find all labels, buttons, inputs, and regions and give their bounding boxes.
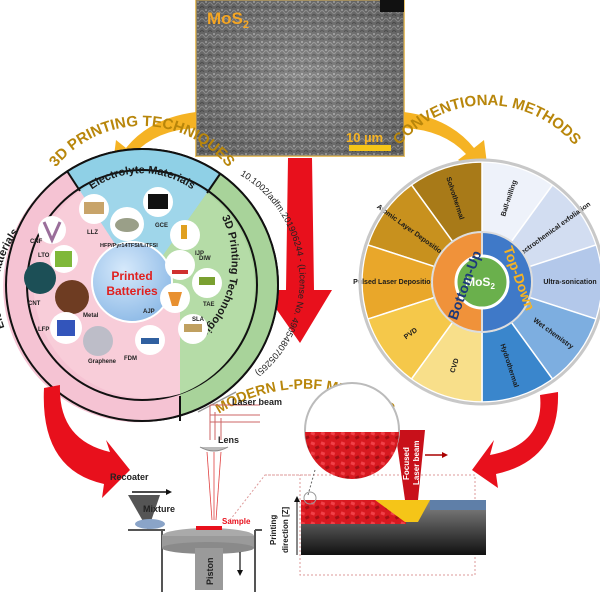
powder-mixture	[135, 519, 165, 529]
melt-pool	[375, 500, 430, 522]
thumb-cnt	[24, 262, 56, 294]
label-tae: TAE	[203, 302, 215, 308]
sem-image: MoS2 10 µm	[195, 0, 405, 157]
lens-label: Lens	[218, 435, 239, 445]
arrow-to-lpbf	[263, 158, 332, 343]
scale-bar-label: 10 µm	[346, 130, 383, 145]
lens-icon	[199, 446, 229, 452]
thumb-diw	[165, 250, 195, 280]
label-gce: GCE	[155, 223, 168, 229]
printed-batteries-center	[91, 241, 173, 323]
label-diw: DIW	[199, 256, 211, 262]
thumb-ijp	[170, 220, 200, 250]
thumb-sla	[178, 314, 208, 344]
thumb-tae	[192, 268, 222, 298]
thumb-lfp	[50, 312, 82, 344]
arrow-right-to-lpbf	[472, 392, 559, 488]
label-sla: SLA	[192, 317, 205, 323]
thumb-gce	[143, 187, 173, 217]
thumb-hfp	[110, 207, 144, 241]
thumb-cnf	[38, 216, 66, 244]
bottom-up-item-label: Pulsed Laser Deposition	[353, 279, 435, 286]
thumb-llz	[79, 194, 109, 224]
label-cnt: CNT	[28, 301, 41, 307]
arrow-left-to-lpbf	[43, 385, 130, 498]
label-fdm: FDM	[124, 356, 137, 362]
recoater-label: Recoater	[110, 472, 149, 482]
sample-label: Sample	[222, 517, 251, 526]
printing-techniques-wheel: 3D PRINTING TECHNIQUES Electrolyte Mater…	[0, 113, 308, 423]
label-hfp: HFP/Pyr14TFSI/LiTFSI	[100, 243, 158, 249]
mos2-center-label: MoS2	[465, 275, 495, 291]
center-label-2: Batteries	[106, 284, 158, 298]
label-lto: LTO	[38, 253, 50, 259]
piston-label: Piston	[205, 557, 215, 585]
focused-label-2: Laser beam	[412, 441, 421, 485]
label-ajp: AJP	[143, 309, 155, 315]
label-llz: LLZ	[87, 230, 98, 236]
top-down-item-label: Ultra-sonication	[543, 279, 596, 286]
label-cnf: CNF	[30, 239, 43, 245]
thumb-graphene	[83, 326, 113, 356]
conventional-title: CONVENTIONAL METHODS	[390, 92, 584, 148]
label-lfp: LFP	[38, 327, 49, 333]
laser-beam-label: Laser beam	[232, 397, 282, 407]
mixture-label: Mixture	[143, 504, 175, 514]
sem-label: MoS2	[207, 9, 249, 31]
label-ijp: IJP	[195, 251, 204, 257]
arrow-to-conventional	[404, 112, 488, 172]
thumb-metal	[55, 280, 89, 314]
thumb-fdm	[135, 325, 165, 355]
center-label-1: Printed	[111, 269, 152, 283]
label-graphene: Graphene	[88, 359, 117, 365]
thumb-lto	[50, 245, 78, 273]
sample	[196, 526, 222, 530]
mos2-center	[454, 254, 510, 310]
recoater-icon	[128, 495, 160, 530]
bottom-up-item-label: CVD	[450, 358, 461, 374]
printing-direction-label-1: Printing	[269, 515, 278, 545]
piston	[195, 548, 223, 590]
thumb-ajp	[160, 283, 190, 313]
focused-label-1: Focused	[402, 447, 411, 480]
printing-direction-label-2: direction [Z]	[281, 506, 290, 553]
scale-bar	[349, 145, 391, 151]
label-metal: Metal	[83, 313, 99, 319]
focused-laser-beam	[395, 430, 425, 500]
lpbf-section: MODERN L-PBF METHODS Laser beam Lens Rec…	[110, 376, 486, 592]
